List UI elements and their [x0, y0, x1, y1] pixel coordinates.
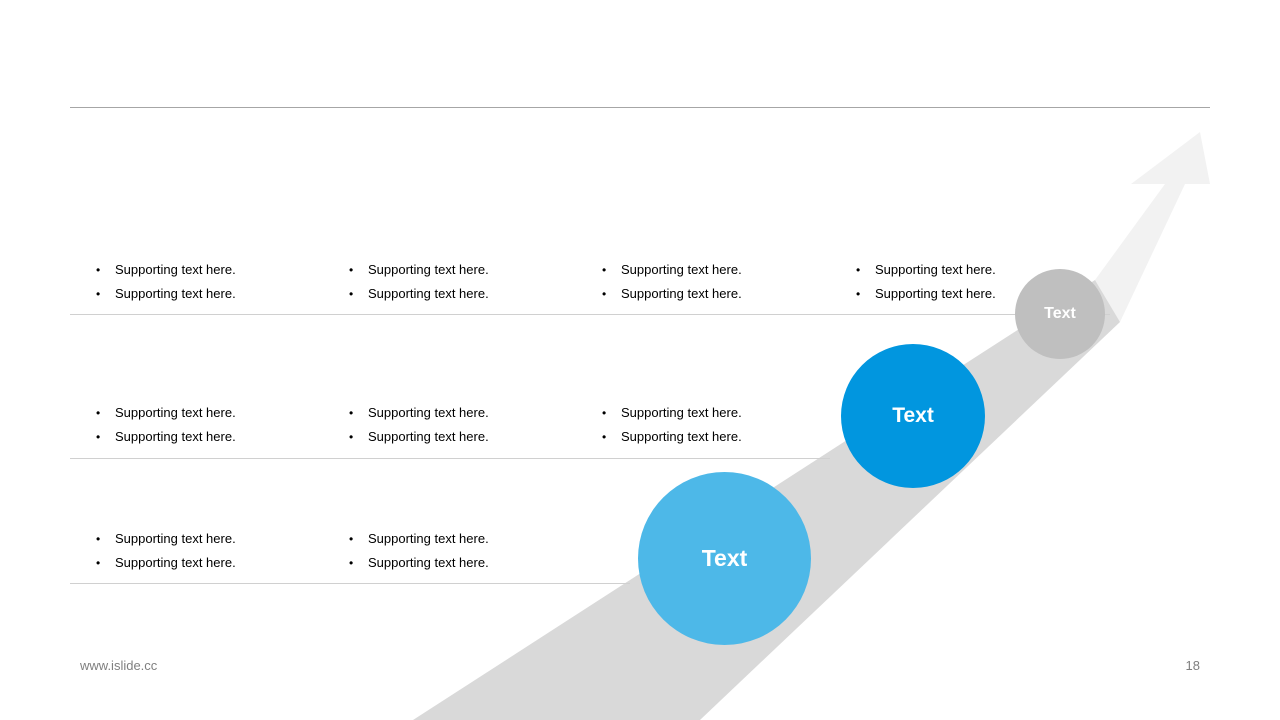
bullet-item: Supporting text here.: [349, 551, 579, 575]
bullet-item: Supporting text here.: [856, 282, 1086, 306]
bullet-item: Supporting text here.: [349, 425, 579, 449]
title-divider: [70, 107, 1210, 108]
bullet-item: Supporting text here.: [349, 401, 579, 425]
bullet-list: Supporting text here. Supporting text he…: [602, 258, 832, 306]
step-circle-2: Text: [841, 344, 985, 488]
bullet-list: Supporting text here. Supporting text he…: [602, 401, 832, 449]
bullet-item: Supporting text here.: [349, 258, 579, 282]
bullet-item: Supporting text here.: [96, 401, 326, 425]
bullet-item: Supporting text here.: [96, 258, 326, 282]
bullet-item: Supporting text here.: [96, 425, 326, 449]
arrow-tip: [1095, 132, 1210, 322]
bullet-item: Supporting text here.: [602, 401, 832, 425]
bullet-item: Supporting text here.: [349, 527, 579, 551]
bullet-list: Supporting text here. Supporting text he…: [96, 258, 326, 306]
bullet-item: Supporting text here.: [602, 282, 832, 306]
page-number: 18: [1185, 658, 1200, 673]
bullet-item: Supporting text here.: [856, 258, 1086, 282]
step-label: Text: [892, 404, 934, 427]
bullet-item: Supporting text here.: [349, 282, 579, 306]
row-divider: [70, 458, 830, 459]
bullet-list: Supporting text here. Supporting text he…: [349, 401, 579, 449]
step-label: Text: [1044, 305, 1076, 322]
bullet-item: Supporting text here.: [602, 425, 832, 449]
bullet-list: Supporting text here. Supporting text he…: [96, 401, 326, 449]
bullet-item: Supporting text here.: [96, 551, 326, 575]
bullet-list: Supporting text here. Supporting text he…: [856, 258, 1086, 306]
bullet-list: Supporting text here. Supporting text he…: [96, 527, 326, 575]
step-circle-3: Text: [1015, 269, 1105, 359]
bullet-item: Supporting text here.: [96, 527, 326, 551]
step-circle-1: Text: [638, 472, 811, 645]
row-divider: [70, 583, 630, 584]
row-divider: [70, 314, 1110, 315]
step-label: Text: [701, 545, 748, 571]
bullet-item: Supporting text here.: [602, 258, 832, 282]
bullet-list: Supporting text here. Supporting text he…: [349, 527, 579, 575]
bullet-list: Supporting text here. Supporting text he…: [349, 258, 579, 306]
bullet-item: Supporting text here.: [96, 282, 326, 306]
footer-url: www.islide.cc: [80, 658, 158, 673]
